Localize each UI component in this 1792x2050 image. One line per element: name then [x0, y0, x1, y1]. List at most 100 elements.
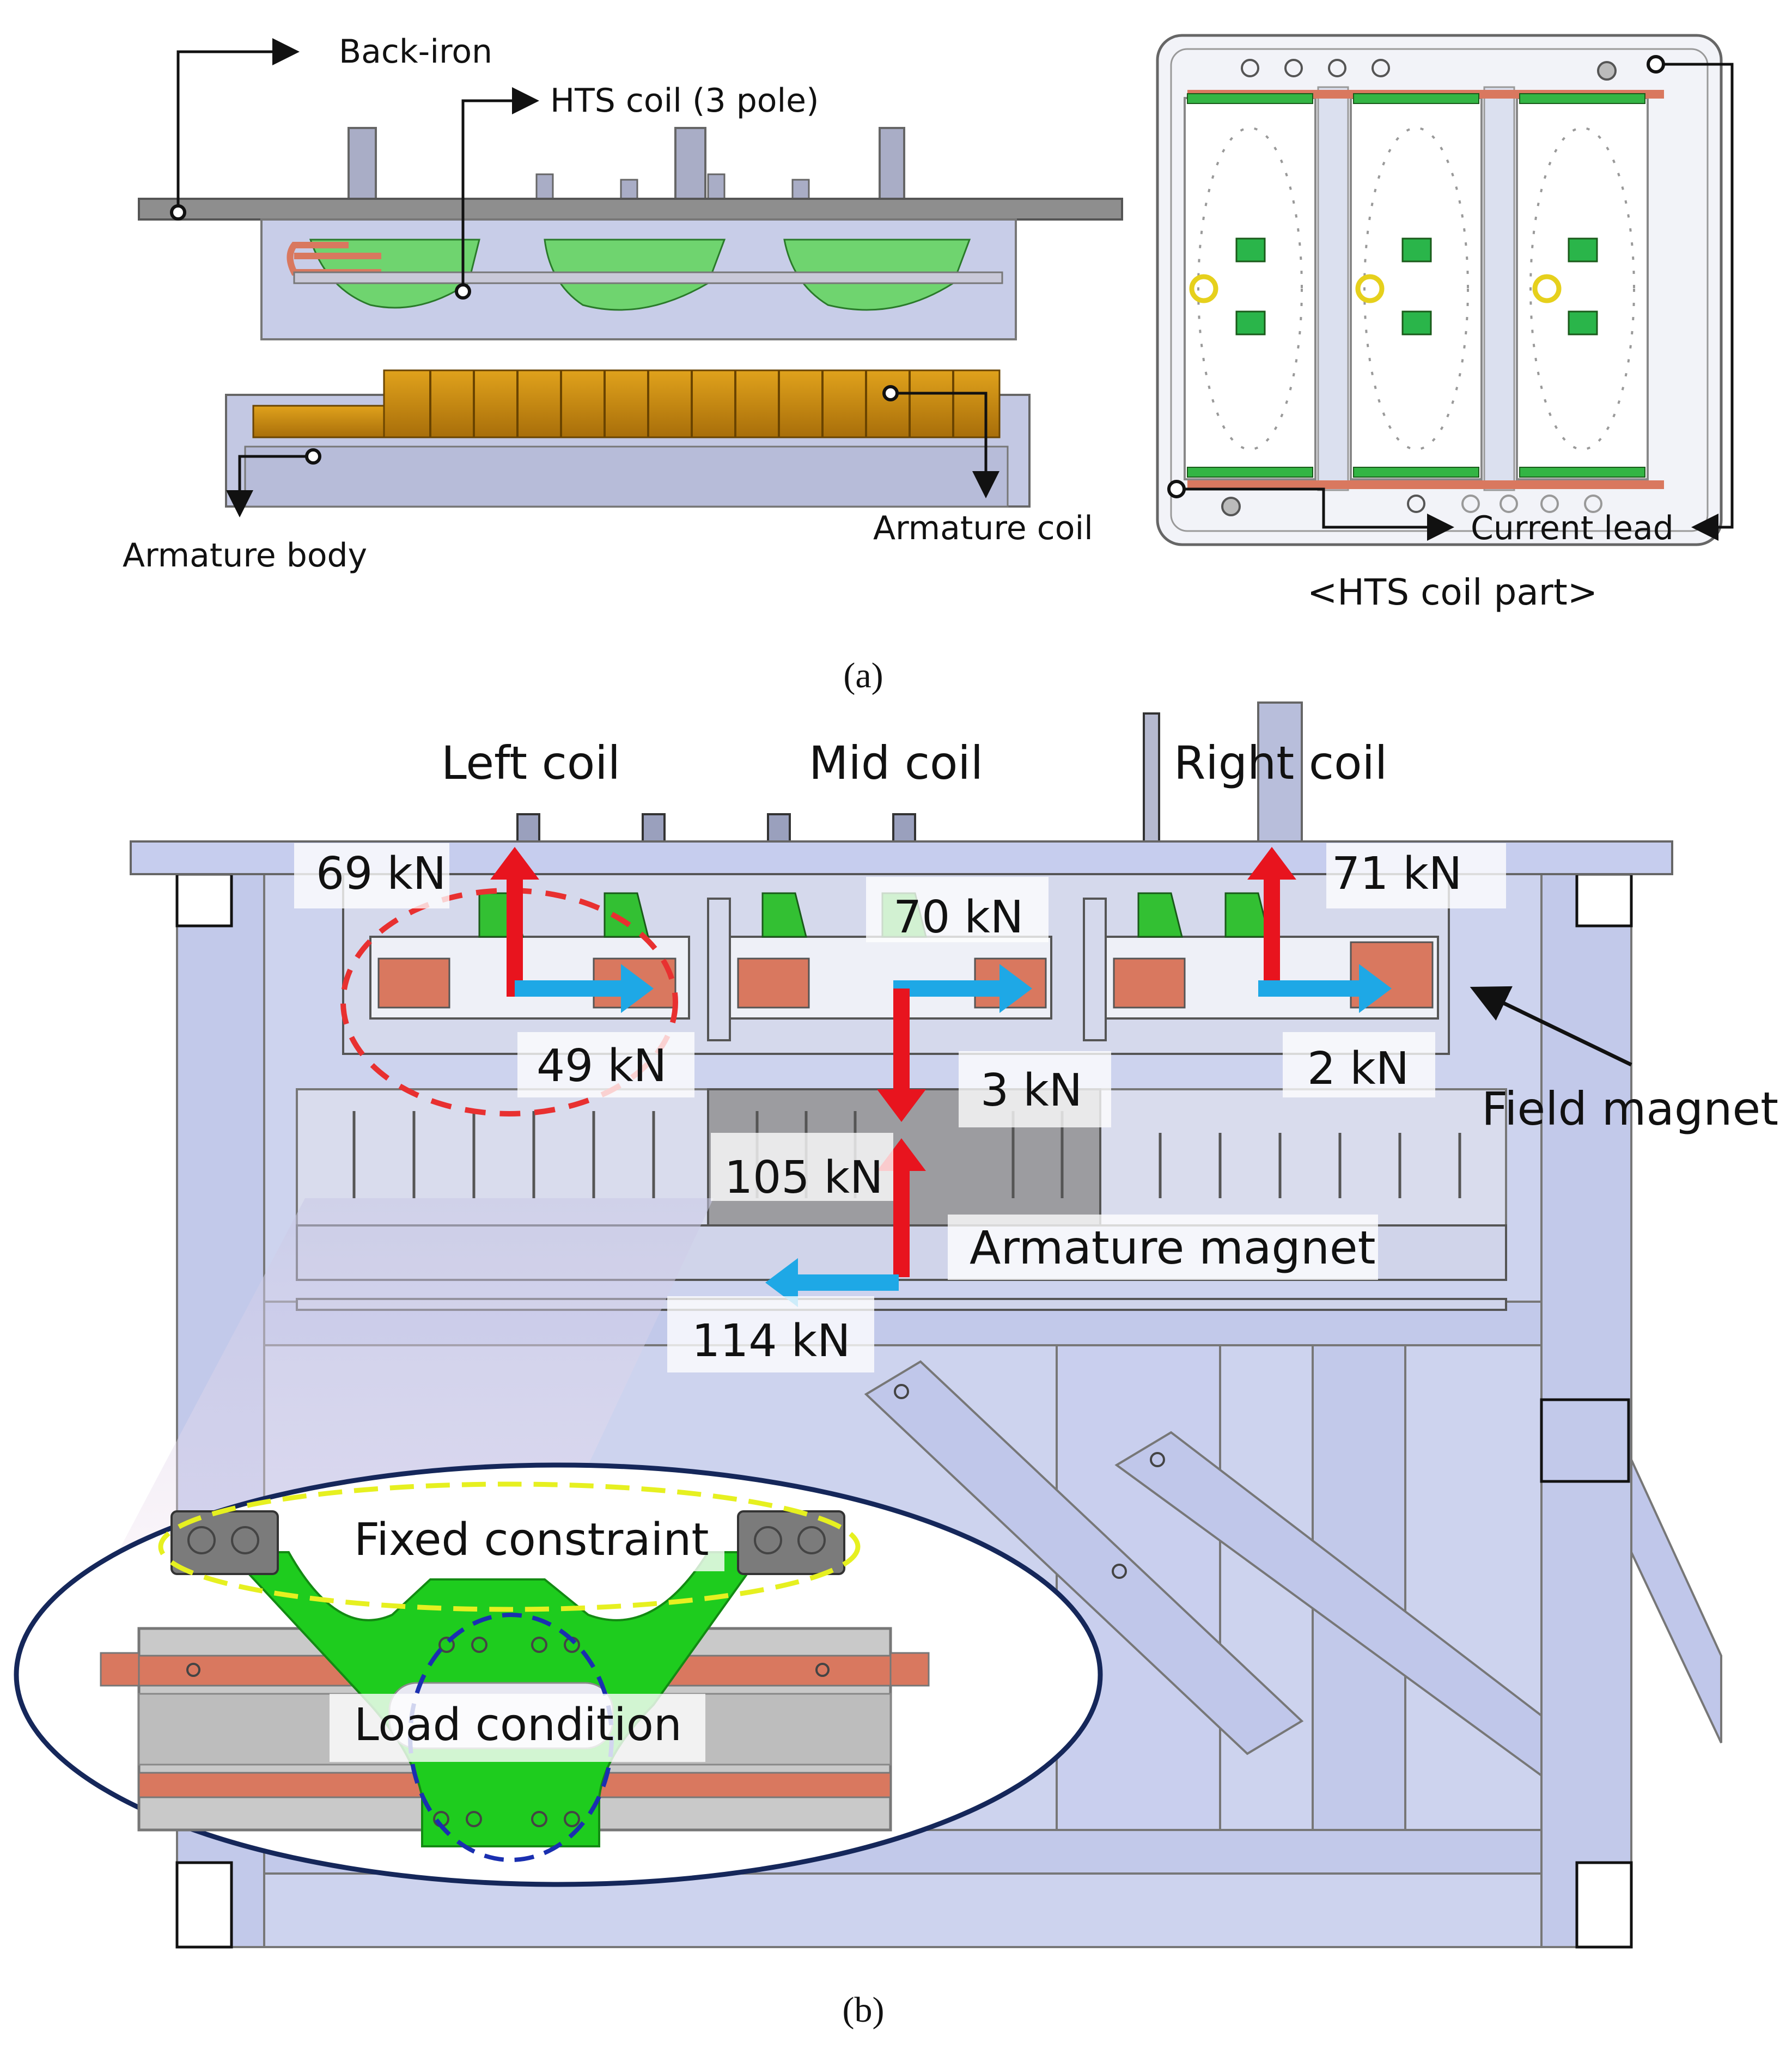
coil-support: [1235, 310, 1266, 335]
callout-dot: [170, 204, 186, 221]
bolt-hole: [1372, 59, 1390, 77]
label-backgrounds: [294, 843, 1506, 1372]
bolt-hole: [1407, 495, 1425, 513]
diagonal-brace: [1114, 1431, 1543, 1778]
coil-support: [1235, 237, 1266, 263]
current-lead-callout: [1177, 63, 1734, 541]
inset-bolts: [186, 1526, 830, 1827]
coil-frame-left: [1184, 97, 1316, 480]
yellow-ring: [1532, 274, 1562, 303]
yellow-ring: [1189, 274, 1218, 303]
frame-beam: [263, 1872, 1543, 1948]
green-clamp: [1187, 93, 1313, 104]
label-left-coil: Left coil: [441, 736, 620, 790]
callout-dot: [882, 385, 899, 401]
green-bracket: [1137, 892, 1183, 938]
diagonal-brace: [1630, 1459, 1722, 1743]
callout-dot: [1647, 55, 1665, 74]
green-clamp: [1353, 93, 1479, 104]
bolt-hole: [1461, 495, 1480, 513]
force-label-left-vertical: 69 kN: [316, 848, 446, 900]
green-bracket: [761, 892, 807, 938]
coil-outline: [1529, 127, 1635, 450]
diagonal-brace: [864, 1360, 1304, 1755]
inset-copper-end: [100, 1652, 140, 1687]
current-lead-terminal: [1221, 497, 1241, 516]
coil-support: [1401, 237, 1432, 263]
copper-bar: [1187, 480, 1664, 489]
force-arrow-head: [1247, 847, 1296, 880]
green-bracket: [604, 892, 649, 938]
bolt-hole: [1284, 59, 1303, 77]
force-label-armature-vertical: 105 kN: [724, 1152, 883, 1204]
bolt-hole: [1584, 495, 1602, 513]
label-armature-magnet: Armature magnet: [970, 1221, 1376, 1274]
force-arrows: [490, 847, 1392, 1307]
brace-bolt: [1112, 1564, 1127, 1579]
bolt-hole: [1241, 59, 1259, 77]
coil-pipe: [293, 271, 1003, 284]
force-arrow-head: [877, 1089, 926, 1122]
i-beam: [707, 898, 731, 1041]
panel-a-side-view: [138, 127, 1123, 508]
force-arrow-head: [1359, 964, 1392, 1013]
hts-coil-stack: [1113, 957, 1186, 1009]
label-load-condition: Load condition: [354, 1699, 682, 1751]
yellow-ring: [1355, 274, 1385, 303]
force-label-right-horizontal: 2 kN: [1307, 1043, 1409, 1095]
inset-label-backgrounds: [330, 1509, 724, 1762]
force-label-mid-horizontal: 3 kN: [980, 1065, 1082, 1116]
back-iron-plate: [138, 198, 1123, 221]
callout-dot: [305, 448, 321, 465]
callout-dot: [1167, 480, 1186, 498]
brace-bolt: [1150, 1452, 1165, 1467]
current-lead-post: [1143, 712, 1160, 848]
armature-teeth: [352, 1111, 1461, 1198]
callout-dot: [455, 283, 471, 300]
label-current-lead: Current lead: [1471, 509, 1674, 547]
frame-corner: [175, 1861, 233, 1949]
force-arrow-head: [490, 847, 539, 880]
top-post: [348, 127, 377, 203]
label-fixed-constraint: Fixed constraint: [354, 1514, 709, 1566]
armature-coil-slots: [429, 370, 954, 437]
label-back-iron: Back-iron: [339, 33, 492, 71]
coil-support: [1568, 310, 1598, 335]
bolt-hole: [1540, 495, 1559, 513]
coil-support: [1401, 310, 1432, 335]
armature-coil-low: [252, 405, 388, 438]
label-field-magnet: Field magnet: [1482, 1082, 1778, 1136]
frame-corner: [1540, 1398, 1630, 1483]
i-beam: [1083, 898, 1107, 1041]
force-arrow-head: [999, 964, 1032, 1013]
current-lead-terminal: [1597, 61, 1617, 81]
green-clamp: [1353, 467, 1479, 478]
force-arrow-head: [621, 964, 654, 1013]
force-label-left-horizontal: 49 kN: [537, 1040, 667, 1092]
force-label-right-vertical: 71 kN: [1332, 848, 1462, 900]
frame-column: [1540, 873, 1632, 1948]
inset-copper-end: [889, 1652, 930, 1687]
force-label-mid-vertical: 70 kN: [893, 892, 1023, 943]
caption-a: (a): [843, 656, 883, 695]
label-armature-coil: Armature coil: [873, 509, 1093, 547]
bolt-hole: [1328, 59, 1346, 77]
brace-bolt: [894, 1384, 909, 1399]
frame-corner: [1575, 1861, 1633, 1949]
coil-frame-mid: [1350, 97, 1483, 480]
coil-outline: [1363, 127, 1469, 450]
green-clamp: [1187, 467, 1313, 478]
coil-divider: [1483, 86, 1515, 491]
coil-support: [1568, 237, 1598, 263]
green-clamp: [1519, 93, 1645, 104]
coil-outline: [1197, 127, 1303, 450]
callout-lines: [176, 38, 999, 517]
caption-b: (b): [843, 1990, 885, 2030]
force-label-armature-horizontal: 114 kN: [692, 1315, 850, 1367]
label-armature-body: Armature body: [123, 536, 367, 575]
left-coil-highlight: [340, 888, 678, 1116]
top-post: [674, 127, 706, 203]
fixed-constraint-highlight: [158, 1481, 861, 1612]
coil-frame-right: [1516, 97, 1649, 480]
